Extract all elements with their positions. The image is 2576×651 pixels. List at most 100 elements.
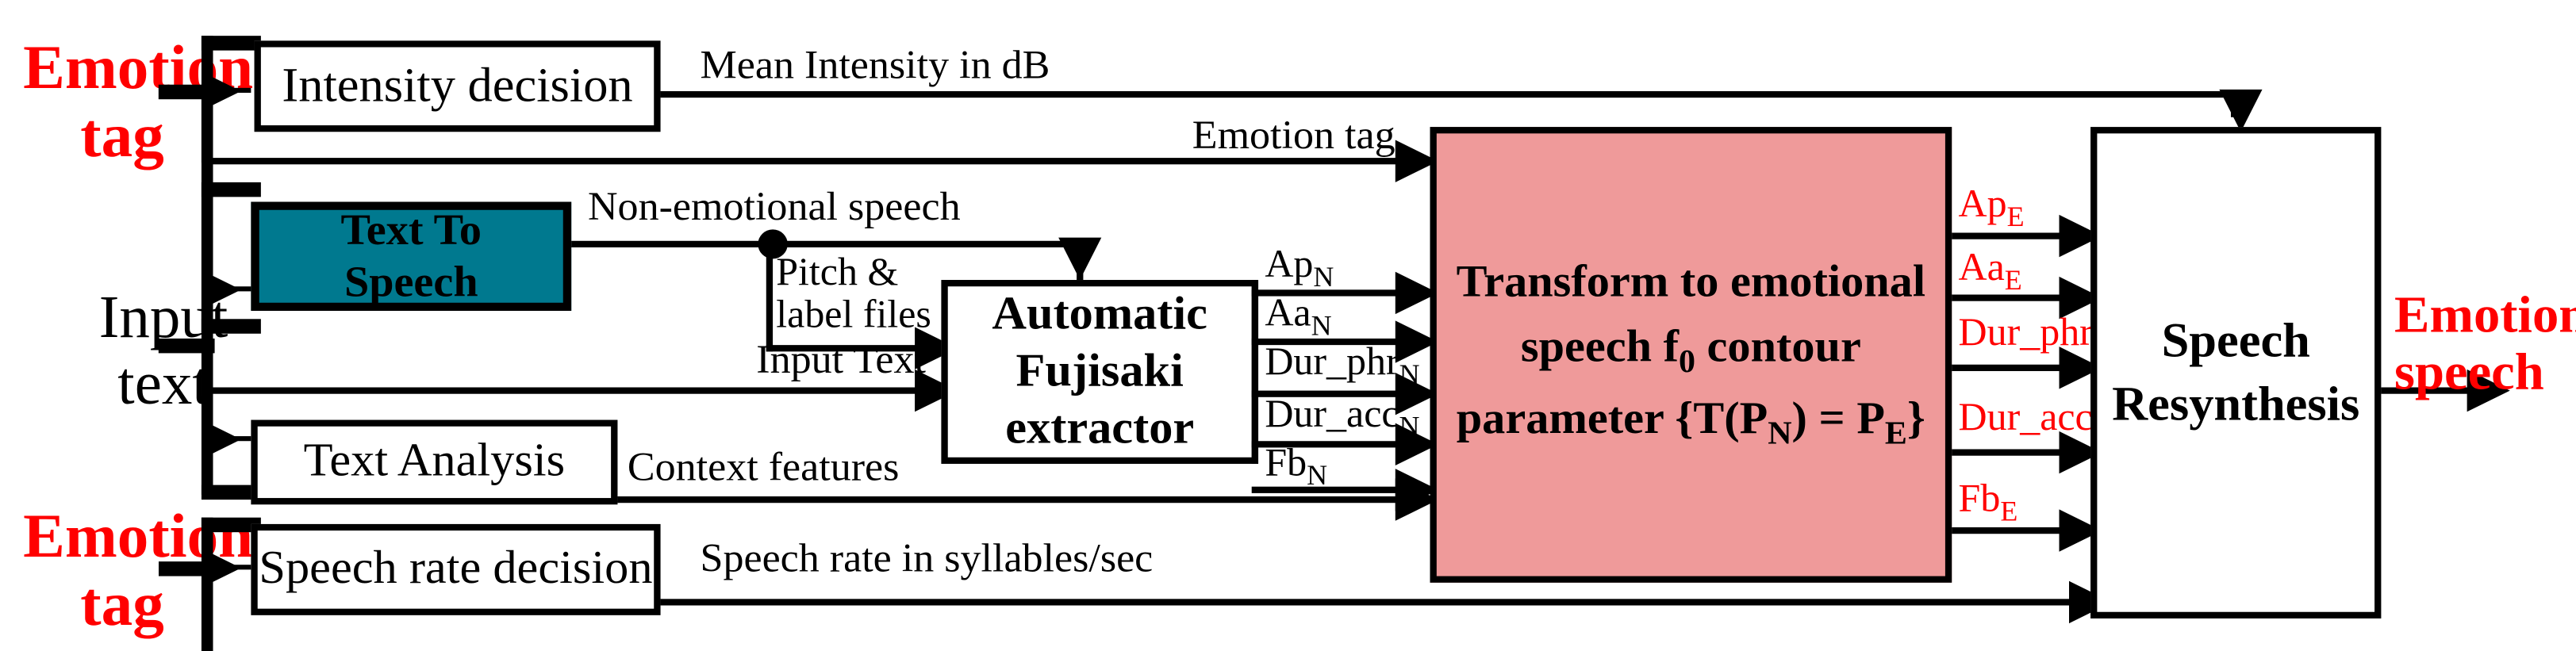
ap-e-sub: E: [2006, 201, 2025, 233]
edge-label-fb-n: FbN: [1265, 442, 1327, 491]
edge-label-non-emotional-speech: Non-emotional speech: [587, 185, 961, 230]
transform-line3-sub2: E: [1884, 416, 1907, 453]
transform-line2-sub: 0: [1679, 345, 1695, 381]
bracket-vertical-bottom: [201, 517, 213, 651]
input-label-emotion-tag-top: Emotion tag: [23, 35, 253, 172]
speech-rate-decision-label: Speech rate decision: [259, 542, 653, 595]
transform-line3-post: }: [1906, 394, 1925, 445]
fb-e-base: Fb: [1958, 478, 2001, 521]
edge-label-ap-n: ApN: [1265, 244, 1334, 293]
edge-label-speech-rate: Speech rate in syllables/sec: [700, 537, 1154, 581]
edge-label-aa-n: AaN: [1265, 293, 1331, 341]
line-fujisaki-output-rail: [1251, 280, 1259, 464]
line-dur-acc-e: [1952, 449, 2098, 456]
transform-line2-pre: speech f: [1520, 323, 1680, 374]
transform-line2: speech f0 contour: [1521, 316, 1861, 388]
block-intensity-decision[interactable]: Intensity decision: [254, 40, 661, 132]
line-emotion-tag: [205, 158, 1417, 165]
arrow-head-emotional-speech-output: [2467, 369, 2510, 412]
bracket-stub-top-upper: [201, 36, 261, 51]
line-fb-e: [1952, 527, 2098, 534]
dur-acc-n-base: Dur_acc: [1265, 393, 1399, 437]
transform-line2-post: contour: [1695, 323, 1861, 374]
edge-label-pitch: Pitch & label files: [776, 252, 931, 338]
pitch-line1: Pitch &: [776, 252, 899, 295]
edge-label-aa-e: AaE: [1959, 247, 2022, 296]
fb-e-sub: E: [2000, 496, 2018, 527]
text-analysis-label: Text Analysis: [303, 435, 566, 488]
transform-line3-mid: ) = P: [1791, 394, 1885, 445]
bracket-stub-middle-lower: [201, 484, 261, 500]
fujisaki-line2: Fujisaki: [1015, 345, 1184, 398]
line-emotional-speech-output: [2381, 387, 2481, 394]
edge-label-context-features: Context features: [627, 446, 900, 490]
bracket-stub-middle-upper: [201, 182, 261, 197]
edge-label-ap-e: ApE: [1959, 184, 2025, 232]
line-dur-phr-e: [1952, 364, 2098, 371]
block-automatic-fujisaki-extractor[interactable]: Automatic Fujisaki extractor: [941, 280, 1259, 464]
edge-label-emotion-tag: Emotion tag: [1192, 113, 1395, 159]
line-speech-rate: [660, 599, 2091, 606]
emotional-speech-line1: Emotional: [2394, 285, 2576, 344]
transform-line3-sub1: N: [1768, 416, 1792, 453]
block-text-analysis[interactable]: Text Analysis: [251, 419, 618, 505]
line-mean-intensity: [660, 90, 2238, 98]
transform-line1: Transform to emotional: [1456, 257, 1926, 308]
speech-resynthesis-line2: Resynthesis: [2112, 377, 2360, 431]
line-pitch-down: [766, 240, 774, 352]
line-ap-e: [1952, 232, 2098, 239]
input-text-line2: text: [117, 350, 209, 418]
block-text-to-speech[interactable]: Text To Speech: [251, 201, 572, 312]
line-dur-phr-n: [1251, 390, 1417, 397]
aa-n-base: Aa: [1265, 293, 1311, 335]
line-aa-n: [1251, 338, 1417, 346]
line-aa-e: [1952, 294, 2098, 301]
emotional-speech-line2: speech: [2394, 342, 2544, 401]
ap-n-base: Ap: [1265, 243, 1314, 287]
bracket-stub-feed-middle: [158, 338, 215, 354]
line-input-text: [205, 387, 931, 394]
bracket-stub-feed-top: [158, 84, 215, 100]
bracket-stub-top-lower: [201, 319, 261, 334]
line-pitch-right: [766, 345, 931, 352]
fujisaki-line3: extractor: [1005, 401, 1195, 454]
aa-n-sub: N: [1311, 310, 1332, 342]
arrow-head-mean-intensity: [2219, 89, 2263, 132]
arrow-head-to-intensity: [208, 75, 241, 108]
ap-n-sub: N: [1313, 262, 1334, 293]
line-non-emotional-speech: [571, 240, 1084, 247]
line-ap-n: [1251, 289, 1417, 297]
fujisaki-line1: Automatic: [992, 288, 1207, 341]
transform-line3-pre: parameter {T(P: [1456, 394, 1768, 445]
intensity-decision-label: Intensity decision: [282, 58, 633, 113]
output-label-emotional-speech: Emotional speech: [2394, 285, 2576, 401]
block-transform-to-emotional[interactable]: Transform to emotional speech f0 contour…: [1430, 127, 1952, 583]
speech-resynthesis-line1: Speech: [2161, 314, 2310, 368]
arrow-head-to-speech-rate: [208, 551, 241, 584]
block-speech-rate-decision[interactable]: Speech rate decision: [251, 523, 661, 615]
fb-n-sub: N: [1307, 460, 1328, 492]
emotion-tag-top-line2: tag: [80, 101, 164, 171]
bracket-stub-feed-bottom: [158, 561, 215, 576]
dur-phr-n-base: Dur_phr: [1265, 342, 1399, 385]
line-dur-acc-n: [1251, 441, 1417, 448]
bracket-stub-bottom-upper: [201, 517, 261, 533]
block-speech-resynthesis[interactable]: Speech Resynthesis: [2090, 127, 2382, 618]
line-context-features: [617, 496, 1417, 504]
aa-e-base: Aa: [1958, 247, 2005, 290]
edge-label-fb-e: FbE: [1959, 478, 2018, 527]
arrow-head-to-tts: [208, 273, 241, 306]
arrow-head-branch-to-fujisaki: [1058, 237, 1102, 281]
arrow-head-to-text-analysis: [208, 423, 241, 456]
text-to-speech-line1: Text To: [340, 205, 482, 255]
text-to-speech-line2: Speech: [344, 256, 478, 305]
emotion-tag-bottom-line2: tag: [80, 571, 164, 640]
edge-label-input-text: Input Text: [756, 338, 926, 383]
line-fb-n: [1251, 486, 1417, 493]
fb-n-base: Fb: [1265, 442, 1307, 485]
aa-e-sub: E: [2004, 265, 2022, 297]
transform-line3: parameter {T(PN) = PE}: [1457, 388, 1925, 459]
pitch-line2: label files: [776, 295, 931, 338]
ap-e-base: Ap: [1958, 183, 2007, 227]
